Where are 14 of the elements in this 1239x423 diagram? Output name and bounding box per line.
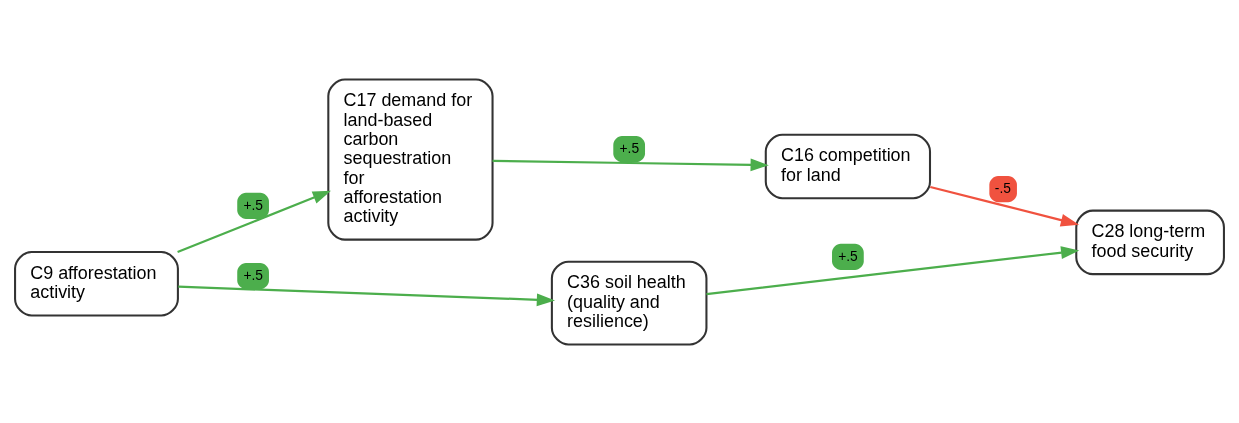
node-box: C28 long-term food security <box>1075 209 1225 275</box>
node-box: C9 afforestation activity <box>14 250 179 317</box>
edge-label: +.5 <box>838 248 858 264</box>
node-box: C16 competition for land <box>764 133 932 199</box>
arrow <box>178 285 556 306</box>
edge-label: +.5 <box>619 140 640 156</box>
arrow <box>177 190 331 253</box>
edge-label: -.5 <box>994 180 1011 196</box>
arrow <box>492 158 769 171</box>
arrow <box>930 185 1080 226</box>
edge-label: +.5 <box>243 267 264 283</box>
edge-label: +.5 <box>243 197 264 213</box>
node-box: C36 soil health (quality and resilience) <box>550 260 708 345</box>
node-box: C17 demand for land-based carbon sequestration for afforestation activity <box>327 78 494 241</box>
